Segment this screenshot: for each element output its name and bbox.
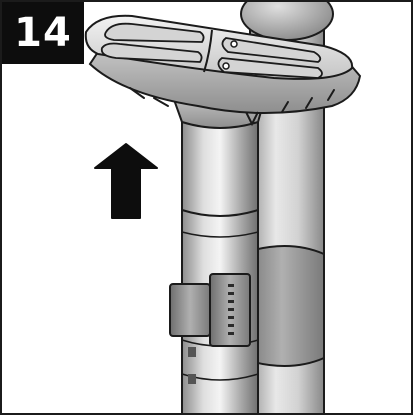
arrow-up-icon	[94, 143, 158, 219]
tube-lock-clip	[169, 273, 251, 347]
nozzle-vents	[129, 87, 335, 113]
step-number: 14	[14, 10, 72, 56]
back-tube-sleeve	[239, 245, 325, 367]
step-badge: 14	[2, 2, 84, 64]
front-tube	[169, 106, 259, 413]
upholstery-nozzle	[84, 14, 362, 127]
